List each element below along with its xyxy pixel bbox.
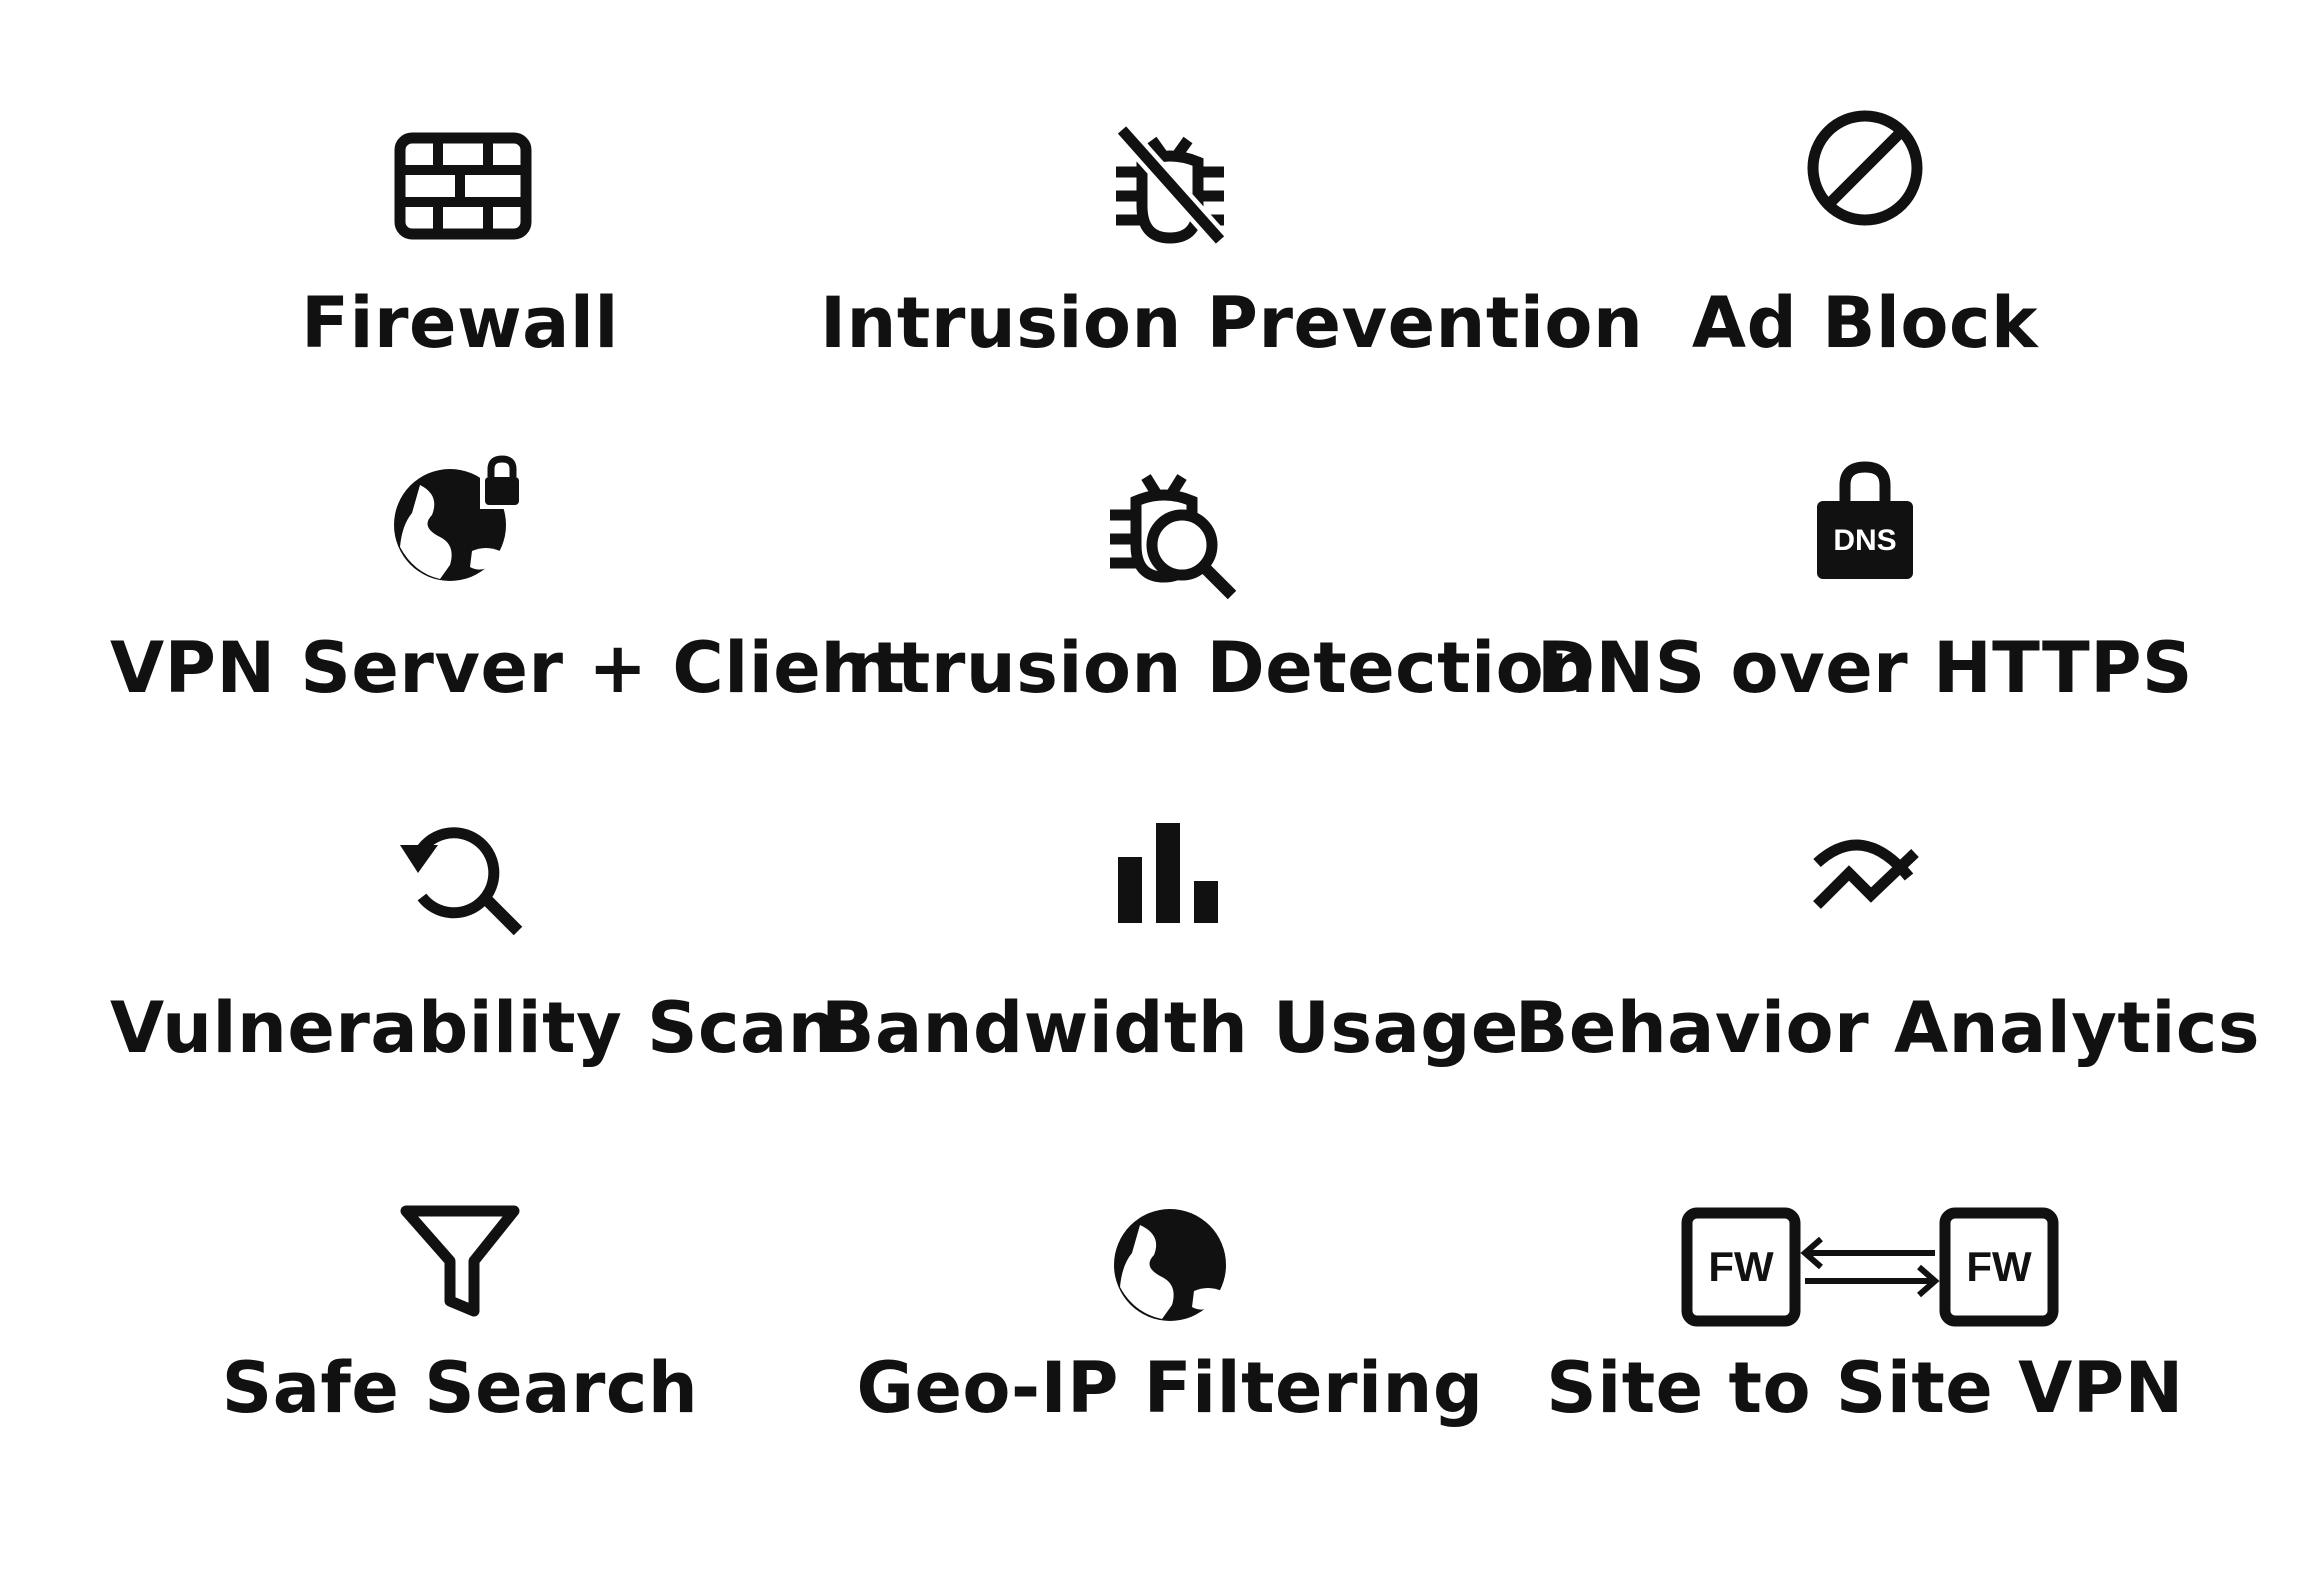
feature-geo-ip-filtering: Geo-IP Filtering bbox=[820, 1175, 1520, 1535]
feature-ad-block: Ad Block bbox=[1515, 110, 2215, 470]
feature-label: Bandwidth Usage bbox=[821, 987, 1519, 1069]
feature-label: VPN Server + Client bbox=[110, 627, 906, 709]
dns-text: DNS bbox=[1833, 524, 1896, 557]
feature-label: Behavior Analytics bbox=[1515, 987, 2260, 1069]
feature-behavior-analytics: Behavior Analytics bbox=[1515, 815, 2260, 1175]
feature-vpn-server-client: VPN Server + Client bbox=[110, 455, 906, 815]
feature-firewall: Firewall bbox=[110, 110, 810, 470]
bug-blocked-icon bbox=[1070, 110, 1270, 310]
feature-intrusion-detection: Intrusion Detection bbox=[820, 455, 1595, 815]
fw-right-text: FW bbox=[1966, 1243, 2032, 1290]
globe-icon bbox=[1070, 1175, 1270, 1375]
feature-dns-over-https: DNS DNS over HTTPS bbox=[1515, 455, 2215, 815]
feature-label: Safe Search bbox=[221, 1347, 699, 1429]
feature-bandwidth-usage: Bandwidth Usage bbox=[820, 815, 1520, 1175]
bug-search-icon bbox=[1070, 455, 1270, 655]
fw-left-text: FW bbox=[1708, 1243, 1774, 1290]
prohibited-icon bbox=[1765, 110, 1965, 310]
site-to-site-icon: FW FW bbox=[1655, 1175, 2075, 1375]
feature-label: Site to Site VPN bbox=[1546, 1347, 2184, 1429]
feature-safe-search: Safe Search bbox=[110, 1175, 810, 1535]
feature-label: Ad Block bbox=[1691, 282, 2039, 364]
feature-site-to-site-vpn: FW FW Site to Site VPN bbox=[1515, 1175, 2215, 1535]
filter-funnel-icon bbox=[360, 1175, 560, 1375]
feature-label: Vulnerability Scan bbox=[110, 987, 839, 1069]
feature-vulnerability-scan: Vulnerability Scan bbox=[110, 815, 839, 1175]
feature-label: Geo-IP Filtering bbox=[856, 1347, 1484, 1429]
firewall-icon bbox=[360, 110, 560, 310]
feature-label: Intrusion Detection bbox=[820, 627, 1595, 709]
feature-intrusion-prevention: Intrusion Prevention bbox=[820, 110, 1644, 470]
dns-lock-icon: DNS bbox=[1765, 455, 1965, 655]
bar-chart-icon bbox=[1070, 815, 1270, 1015]
feature-label: Firewall bbox=[301, 282, 619, 364]
globe-lock-icon bbox=[360, 455, 560, 655]
feature-label: DNS over HTTPS bbox=[1537, 627, 2193, 709]
feature-label: Intrusion Prevention bbox=[820, 282, 1644, 364]
trend-icon bbox=[1765, 815, 1965, 1015]
search-refresh-icon bbox=[360, 815, 560, 1015]
